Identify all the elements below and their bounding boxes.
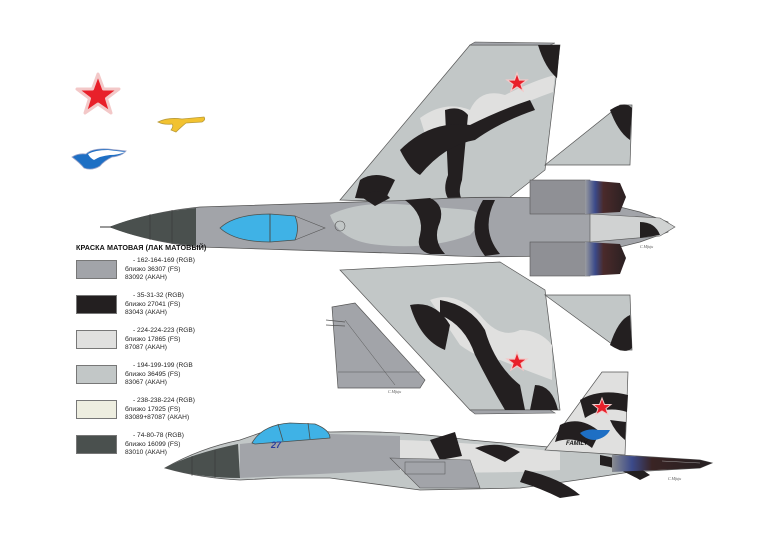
rgb-value: - 35-31-32 (RGB) [133, 292, 184, 299]
fs-value: близко 27041 (FS) [125, 300, 181, 308]
rgb-value: - 74-80-78 (RGB) [133, 432, 184, 439]
svg-text:C.Mfuju: C.Mfuju [668, 476, 681, 481]
color-swatch [76, 260, 117, 279]
rgb-value: - 162-164-169 (RGB) [133, 257, 195, 264]
akan-value: 83010 (АКАН) [125, 449, 167, 457]
legend-title: КРАСКА МАТОВАЯ (ЛАК МАТОВЫЙ) [76, 243, 207, 252]
fs-value: близко 16099 (FS) [125, 440, 181, 448]
akan-value: 87087 (АКАН) [125, 344, 167, 352]
side-view-aircraft: C.Mfuju [163, 371, 714, 498]
akan-value: 83043 (АКАН) [125, 309, 167, 317]
red-star-insignia [75, 72, 121, 115]
side-number: 27 [271, 440, 282, 450]
vertical-fin-view: C.Mfuju [325, 302, 426, 394]
svg-text:C.Mfuju: C.Mfuju [388, 389, 401, 394]
color-swatch [76, 400, 117, 419]
fs-value: близко 17925 (FS) [125, 405, 181, 413]
rgb-value: - 194-199-199 (RGB [133, 362, 193, 369]
fs-value: близко 36307 (FS) [125, 265, 181, 273]
tail-text: FAMILY [566, 441, 588, 447]
color-swatch [76, 330, 117, 349]
fs-value: близко 36495 (FS) [125, 370, 181, 378]
top-view-aircraft: C.Mfuju [100, 41, 676, 415]
akan-value: 83089+87087 (АКАН) [125, 414, 190, 422]
yellow-eagle-emblem [157, 116, 206, 133]
akan-value: 83067 (АКАН) [125, 379, 167, 387]
svg-text:C.Mfuju: C.Mfuju [640, 244, 653, 249]
paint-legend: КРАСКА МАТОВАЯ (ЛАК МАТОВЫЙ) - 162-164-1… [76, 243, 236, 456]
color-swatch [76, 365, 117, 384]
color-swatch [76, 295, 117, 314]
rgb-value: - 224-224-223 (RGB) [133, 327, 195, 334]
color-swatch [76, 435, 117, 454]
akan-value: 83092 (АКАН) [125, 274, 167, 282]
rgb-value: - 238-238-224 (RGB) [133, 397, 195, 404]
blue-wing-emblem [71, 148, 127, 170]
fs-value: близко 17865 (FS) [125, 335, 181, 343]
